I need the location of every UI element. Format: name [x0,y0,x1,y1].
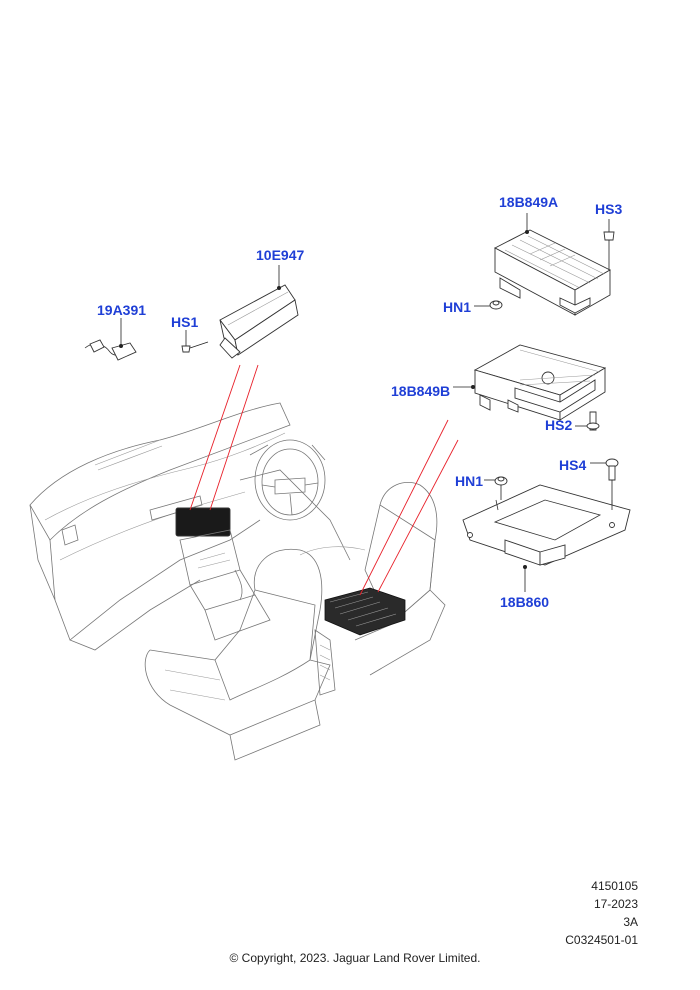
revision-date: 17-2023 [593,897,638,911]
callout-HN1-bottom[interactable]: HN1 [455,473,484,489]
callout-19A391[interactable]: 19A391 [97,302,147,318]
part-19A391-harness [84,318,137,361]
part-HS4-screw [590,458,619,520]
module-under-seat-highlight [324,587,406,636]
copyright-notice: © Copyright, 2023. Jaguar Land Rover Lim… [229,951,481,965]
callout-HS3[interactable]: HS3 [595,201,623,217]
callout-HS4[interactable]: HS4 [559,457,587,473]
revision-code: 3A [623,915,638,929]
callout-HS2[interactable]: HS2 [545,417,573,433]
highlight-leader-lines [189,364,459,596]
drawing-reference: C0324501-01 [565,933,638,947]
part-HS1-screw [181,330,209,353]
vehicle-interior-illustration [29,402,446,761]
callout-18B849A[interactable]: 18B849A [499,194,559,210]
part-18B849B-module [453,344,607,421]
part-10E947-display [219,265,299,359]
part-HS3-screw [603,219,615,270]
illustration-number: 4150105 [591,879,638,893]
callout-18B849B[interactable]: 18B849B [391,383,451,399]
part-HN1-nut-bottom [484,476,508,500]
dashboard-screen-highlight [175,507,231,537]
callout-18B860[interactable]: 18B860 [500,594,550,610]
callout-HN1-top[interactable]: HN1 [443,299,472,315]
part-18B860-bracket [462,484,631,592]
part-HN1-nut-top [474,300,503,310]
part-18B849A-module [494,213,611,316]
callout-HS1[interactable]: HS1 [171,314,199,330]
part-HS2-screw [575,411,600,431]
callout-10E947[interactable]: 10E947 [256,247,305,263]
